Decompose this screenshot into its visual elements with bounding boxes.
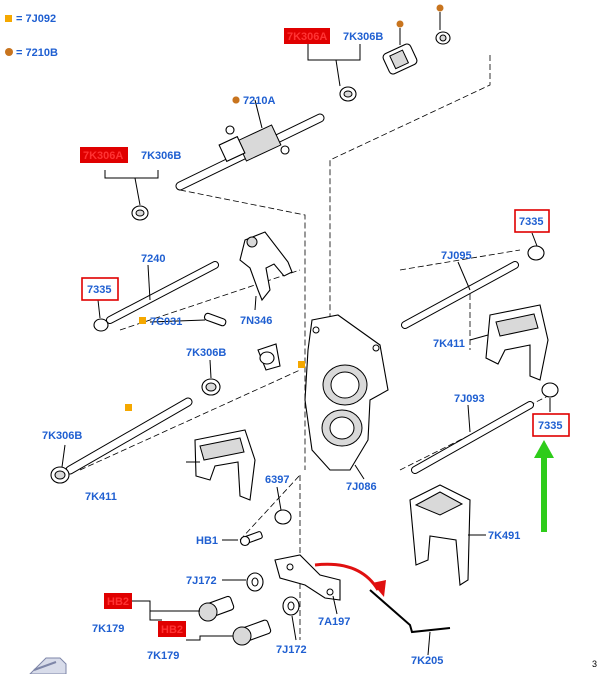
- corner-arrow-icon: [29, 657, 67, 674]
- highlight-box-7335-right: [532, 413, 570, 437]
- bracket-7K306B: [257, 343, 281, 371]
- spring-7K205: [369, 589, 451, 634]
- red-arrowhead-icon: [372, 580, 386, 597]
- label-7240: 7240: [141, 253, 165, 265]
- legend-square-icon: [5, 15, 12, 22]
- label-HB2-bottom: HB2: [161, 624, 183, 636]
- plate-7A197: [274, 554, 341, 601]
- bolt-7K179-top: [198, 595, 235, 622]
- highlight-box-HB2-top: [104, 593, 132, 609]
- shift-fork-7K491: [409, 484, 471, 586]
- label-7J095: 7J095: [441, 250, 472, 262]
- legend: = 7J092 = 7210B: [5, 13, 58, 59]
- shift-fork-7N346: [239, 231, 293, 302]
- legend-square-marker: [298, 361, 305, 368]
- highlight-box-7K306A-left: [80, 147, 128, 163]
- label-7335-left: 7335: [87, 284, 111, 296]
- highlight-box-7335-top-right: [514, 209, 550, 233]
- top-sleeve-part: [382, 4, 451, 75]
- lower-left-rail: [50, 378, 221, 484]
- label-7K411-right: 7K411: [433, 338, 465, 350]
- leader-lines: [61, 44, 551, 656]
- shift-shaft-7210A: [175, 96, 325, 191]
- legend-square-marker: [139, 317, 146, 324]
- pin-7C031: [203, 312, 227, 327]
- washer-7J172-bottom: [282, 596, 300, 616]
- label-HB1: HB1: [196, 535, 218, 547]
- label-7K411-left: 7K411: [85, 491, 117, 503]
- bolt-HB1: [239, 531, 263, 547]
- label-7J172-bottom: 7J172: [276, 644, 307, 656]
- dashed-guides: [79, 55, 561, 640]
- left-bushing-part: [131, 205, 149, 221]
- green-arrowhead-icon: [534, 440, 554, 458]
- legend-square-label: = 7J092: [16, 13, 56, 25]
- shift-rail-7J093: [411, 382, 559, 474]
- shift-rail-7240: [93, 261, 219, 332]
- label-7J172-top: 7J172: [186, 575, 217, 587]
- label-HB2-top: HB2: [107, 596, 129, 608]
- label-7210A: 7210A: [243, 95, 275, 107]
- label-7K491: 7K491: [488, 530, 520, 542]
- legend-square-marker: [125, 404, 132, 411]
- label-7K205: 7K205: [411, 655, 443, 667]
- label-7335-top-right: 7335: [519, 216, 543, 228]
- highlight-box-HB2-bottom: [158, 621, 186, 637]
- shift-fork-left-lower: [194, 429, 256, 501]
- label-7C031: 7C031: [150, 316, 182, 328]
- spacer-6397: [274, 509, 292, 525]
- highlight-box-7335-left: [81, 277, 119, 301]
- label-7K179-bottom: 7K179: [147, 650, 179, 662]
- label-7J086: 7J086: [346, 481, 377, 493]
- highlight-box-7K306A-top: [284, 28, 330, 44]
- label-7K306B-top: 7K306B: [343, 31, 383, 43]
- housing-plate-7J086: [304, 314, 389, 471]
- legend-dot-marker: [232, 96, 240, 104]
- page-number: 3: [592, 659, 597, 669]
- bolt-7K179-bottom: [232, 619, 272, 646]
- top-bushing-part: [339, 86, 357, 102]
- label-7K306B-low: 7K306B: [42, 430, 82, 442]
- label-7335-right: 7335: [538, 420, 562, 432]
- legend-dot-icon: [5, 48, 13, 56]
- label-7K306B-left: 7K306B: [141, 150, 181, 162]
- label-7K306B-mid: 7K306B: [186, 347, 226, 359]
- legend-dot-label: = 7210B: [16, 47, 58, 59]
- shift-fork-7K411-right: [485, 304, 549, 381]
- label-7K179-top: 7K179: [92, 623, 124, 635]
- label-7K306A-left: 7K306A: [83, 150, 123, 162]
- label-7J093: 7J093: [454, 393, 485, 405]
- shift-rail-7J095: [401, 245, 545, 329]
- label-7K306A-top: 7K306A: [287, 31, 327, 43]
- label-7N346: 7N346: [240, 315, 272, 327]
- label-7A197: 7A197: [318, 616, 350, 628]
- washer-7J172-top: [246, 572, 264, 592]
- label-6397: 6397: [265, 474, 289, 486]
